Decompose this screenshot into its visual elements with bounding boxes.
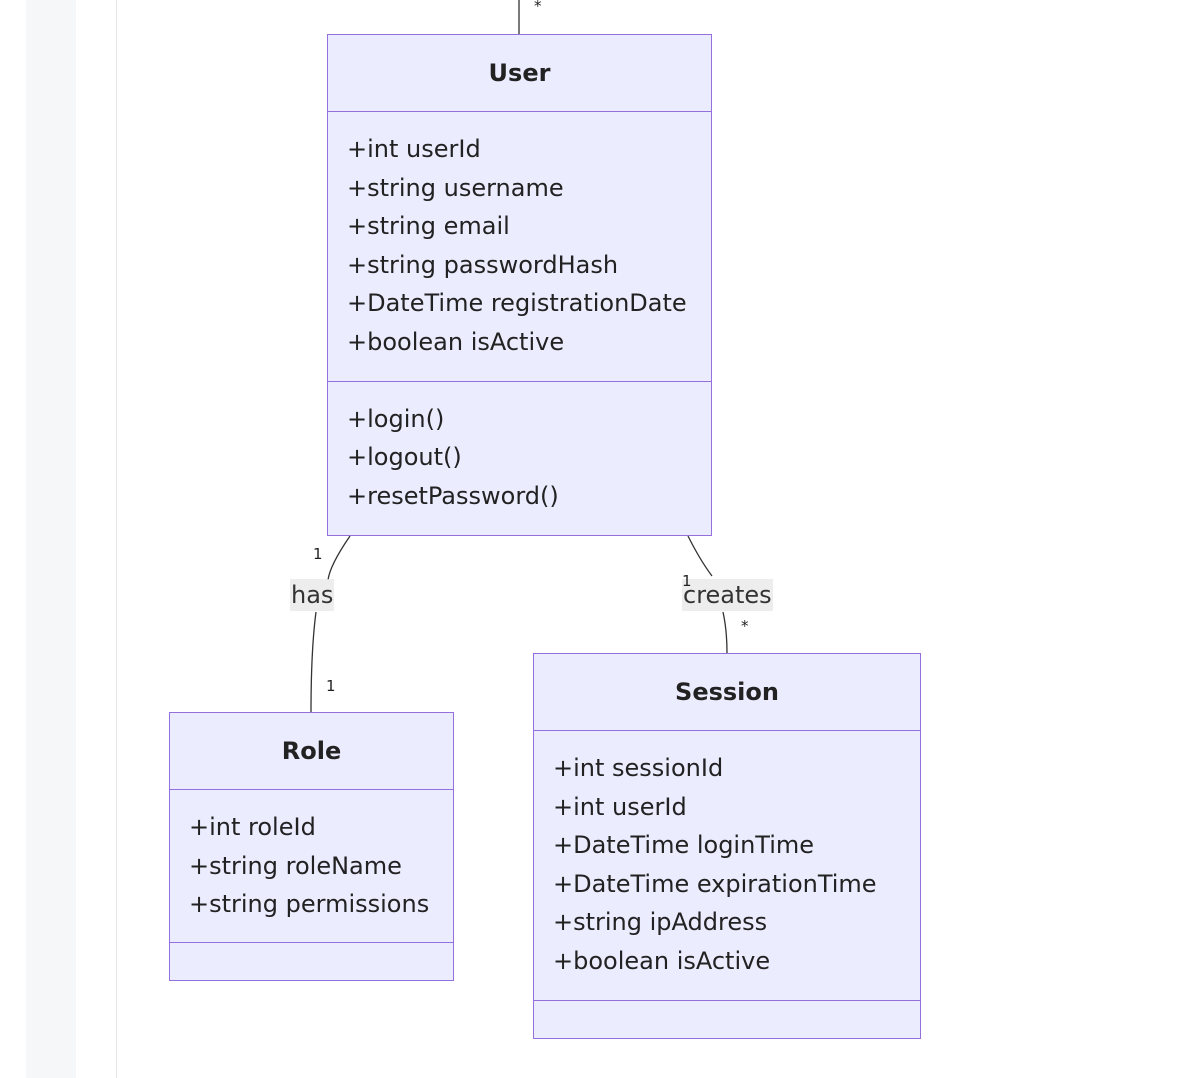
class-session-attribute: +string ipAddress: [553, 908, 768, 936]
class-user-method: +resetPassword(): [347, 482, 559, 510]
class-user-attribute: +int userId: [347, 135, 481, 163]
class-user-attribute: +string email: [347, 212, 510, 240]
top-relation-multiplicity: *: [534, 0, 542, 15]
class-user-method: +logout(): [347, 443, 462, 471]
class-user-name: User: [488, 59, 551, 87]
class-user-attribute: +DateTime registrationDate: [347, 289, 687, 317]
creates-relation-label: creates: [682, 579, 773, 611]
class-user-divider: [328, 381, 711, 382]
class-user-attribute: +boolean isActive: [347, 328, 565, 356]
class-role-attribute: +string roleName: [189, 852, 402, 880]
creates-multiplicity-session: *: [741, 617, 749, 635]
class-session-attribute: +DateTime loginTime: [553, 831, 815, 859]
class-role-attribute: +string permissions: [189, 890, 430, 918]
class-session-attribute: +int sessionId: [553, 754, 724, 782]
class-role-attribute: +int roleId: [189, 813, 316, 841]
class-user-attribute: +string passwordHash: [347, 251, 619, 279]
class-session-attribute: +boolean isActive: [553, 947, 771, 975]
has-relation-label: has: [290, 579, 335, 611]
class-session-attribute: +DateTime expirationTime: [553, 870, 877, 898]
class-role[interactable]: Role +int roleId +string roleName +strin…: [169, 712, 454, 981]
class-session-divider: [534, 730, 920, 731]
class-role-name: Role: [281, 737, 342, 765]
class-user[interactable]: User +int userId +string username +strin…: [327, 34, 712, 536]
has-multiplicity-user: 1: [313, 545, 323, 563]
class-user-attribute: +string username: [347, 174, 564, 202]
class-session-divider: [534, 1000, 920, 1001]
has-relation-line: [310, 535, 351, 713]
class-user-divider: [328, 111, 711, 112]
class-session-attribute: +int userId: [553, 793, 687, 821]
class-session[interactable]: Session +int sessionId +int userId +Date…: [533, 653, 921, 1039]
editor-gutter-divider: [116, 0, 117, 1078]
class-user-method: +login(): [347, 405, 445, 433]
editor-gutter-strip: [26, 0, 76, 1078]
creates-relation-line: [687, 535, 728, 654]
creates-multiplicity-user: 1: [682, 572, 692, 590]
class-role-divider: [170, 789, 453, 790]
class-role-divider: [170, 942, 453, 943]
has-multiplicity-role: 1: [326, 677, 336, 695]
class-session-name: Session: [675, 678, 779, 706]
